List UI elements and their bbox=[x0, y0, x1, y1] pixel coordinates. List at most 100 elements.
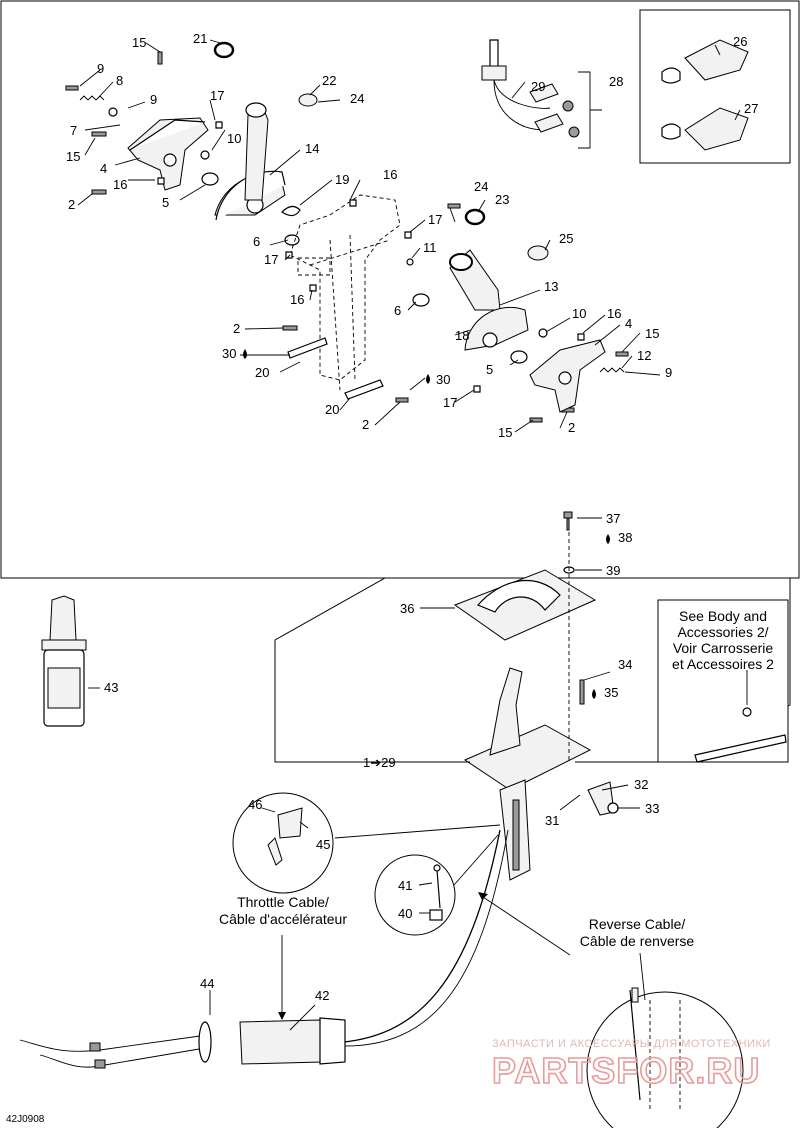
see-body-line-3: Voir Carrosserie bbox=[673, 640, 774, 656]
label-22: 22 bbox=[322, 73, 336, 88]
label-37: 37 bbox=[606, 511, 620, 526]
screw-part-34 bbox=[579, 679, 585, 705]
watermark-line-2: PARTSFOR.RU bbox=[492, 1050, 760, 1091]
lower-frame bbox=[274, 577, 460, 763]
label-2a: 2 bbox=[68, 197, 75, 212]
spring-part bbox=[79, 95, 118, 117]
cable-tie-part-41 bbox=[429, 864, 443, 921]
throttle-line-2: Câble d'accélérateur bbox=[219, 911, 347, 927]
label-24b: 24 bbox=[474, 179, 488, 194]
label-10a: 10 bbox=[227, 131, 241, 146]
label-18: 18 bbox=[455, 328, 469, 343]
left-bracket-part bbox=[127, 117, 209, 191]
label-40: 40 bbox=[398, 906, 412, 921]
washer-part-6a bbox=[284, 234, 300, 246]
label-2c: 2 bbox=[362, 417, 369, 432]
label-38: 38 bbox=[618, 530, 632, 545]
inset-part-26 bbox=[661, 39, 749, 84]
figure-code: 42J0908 bbox=[6, 1114, 45, 1125]
label-13: 13 bbox=[544, 279, 558, 294]
label-24a: 24 bbox=[350, 91, 364, 106]
reverse-arrow bbox=[478, 892, 488, 900]
nut-part-33 bbox=[607, 802, 619, 814]
switch-harness-part bbox=[481, 39, 602, 149]
label-42: 42 bbox=[315, 988, 329, 1003]
detail-45-part bbox=[267, 807, 303, 866]
label-8: 8 bbox=[116, 73, 123, 88]
label-17a: 17 bbox=[210, 88, 224, 103]
throttle-cable-part bbox=[19, 829, 509, 1069]
label-2d: 2 bbox=[568, 420, 575, 435]
washer-part-22 bbox=[298, 93, 318, 107]
label-10b: 10 bbox=[572, 306, 586, 321]
label-9b: 9 bbox=[150, 92, 157, 107]
threadlocker-bottle-part bbox=[41, 595, 87, 727]
throttle-arrow bbox=[278, 1012, 286, 1020]
see-body-line-2: Accessories 2/ bbox=[677, 624, 768, 640]
label-9c: 9 bbox=[665, 365, 672, 380]
right-bracket-part bbox=[529, 339, 606, 413]
loctite-droplet-icons bbox=[243, 349, 610, 699]
watermark-line-1: ЗАПЧАСТИ И АКСЕССУАРЫ ДЛЯ МОТОТЕХНИКИ bbox=[492, 1038, 771, 1050]
detail-circle-reverse bbox=[586, 991, 744, 1128]
label-5b: 5 bbox=[486, 362, 493, 377]
label-31: 31 bbox=[545, 813, 559, 828]
ring-part-21 bbox=[213, 41, 235, 59]
see-body-note: See Body and Accessories 2/ Voir Carross… bbox=[672, 608, 774, 672]
label-28: 28 bbox=[609, 74, 623, 89]
see-body-box bbox=[657, 599, 789, 763]
throttle-cable-note: Throttle Cable/ Câble d'accélérateur bbox=[219, 894, 347, 927]
clip-part-19 bbox=[281, 205, 301, 217]
label-17c: 17 bbox=[264, 252, 278, 267]
washer-part-5a bbox=[201, 172, 219, 186]
label-15c: 15 bbox=[645, 326, 659, 341]
label-30a: 30 bbox=[222, 346, 236, 361]
control-assembly-part bbox=[463, 667, 592, 881]
reverse-line-1: Reverse Cable/ bbox=[589, 916, 686, 932]
part-number-labels: 15 21 9 8 9 17 22 24 7 10 14 15 4 16 5 1… bbox=[66, 31, 758, 1003]
label-46: 46 bbox=[248, 797, 262, 812]
label-30b: 30 bbox=[436, 372, 450, 387]
label-11: 11 bbox=[423, 240, 437, 255]
label-36: 36 bbox=[400, 601, 414, 616]
plate-part-20b bbox=[344, 379, 384, 400]
spring-part-12 bbox=[599, 367, 625, 373]
label-4b: 4 bbox=[625, 316, 632, 331]
label-19: 19 bbox=[335, 172, 349, 187]
label-26: 26 bbox=[733, 34, 747, 49]
washer-part-6b bbox=[412, 293, 430, 307]
label-44: 44 bbox=[200, 976, 214, 991]
label-41: 41 bbox=[398, 878, 412, 893]
reverse-detail-part bbox=[629, 987, 681, 1110]
throttle-line-1: Throttle Cable/ bbox=[237, 894, 329, 910]
inset-part-27 bbox=[661, 107, 749, 151]
cap-part-25 bbox=[527, 245, 549, 261]
left-sector-part bbox=[214, 102, 286, 221]
label-32: 32 bbox=[634, 777, 648, 792]
label-39: 39 bbox=[606, 563, 620, 578]
label-35: 35 bbox=[604, 685, 618, 700]
label-34: 34 bbox=[618, 657, 632, 672]
plate-part-20a bbox=[287, 337, 328, 359]
label-27: 27 bbox=[744, 101, 758, 116]
cover-plate-part-36 bbox=[453, 569, 597, 641]
label-7: 7 bbox=[70, 123, 77, 138]
see-body-line-4: et Accessoires 2 bbox=[672, 656, 774, 672]
label-16b: 16 bbox=[383, 167, 397, 182]
ring-part-23 bbox=[464, 208, 486, 226]
reverse-cable-note: Reverse Cable/ Câble de renverse bbox=[580, 916, 695, 949]
reverse-line-2: Câble de renverse bbox=[580, 933, 695, 949]
label-4a: 4 bbox=[100, 161, 107, 176]
label-17d: 17 bbox=[443, 395, 457, 410]
label-15b: 15 bbox=[66, 149, 80, 164]
detail-circle-40-41 bbox=[374, 854, 456, 936]
label-5a: 5 bbox=[162, 195, 169, 210]
label-20a: 20 bbox=[255, 365, 269, 380]
label-15d: 15 bbox=[498, 425, 512, 440]
washer-part-5b bbox=[510, 350, 528, 364]
label-14: 14 bbox=[305, 141, 319, 156]
label-16d: 16 bbox=[607, 306, 621, 321]
screw-parts bbox=[65, 51, 629, 423]
label-25: 25 bbox=[559, 231, 573, 246]
